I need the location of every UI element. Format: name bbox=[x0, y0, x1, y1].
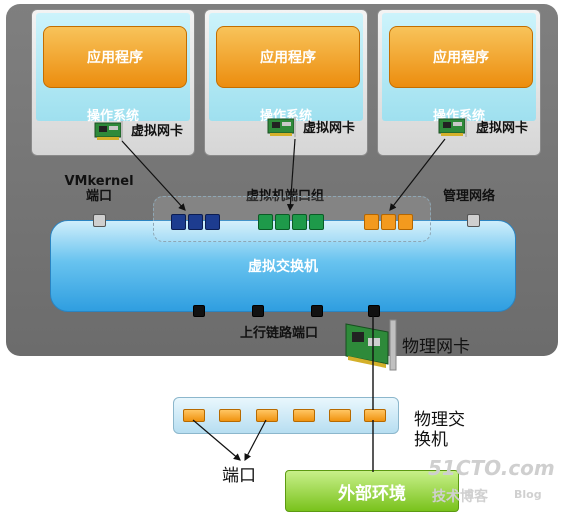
physical-switch-port bbox=[219, 409, 241, 422]
management-network-label: 管理网络 bbox=[443, 189, 496, 204]
virtual-machine-1: 应用程序 操作系统 bbox=[31, 9, 195, 156]
physical-switch-port bbox=[293, 409, 315, 422]
virtual-nic-icon bbox=[267, 117, 296, 137]
vm-port-orange bbox=[364, 214, 379, 230]
vm-port-navy bbox=[205, 214, 220, 230]
virtual-nic-icon bbox=[94, 121, 123, 141]
vnic-label-2: 虚拟网卡 bbox=[303, 121, 356, 136]
application-box: 应用程序 bbox=[216, 26, 360, 88]
watermark-tagline: 技术博客 bbox=[432, 489, 488, 505]
uplink-port bbox=[368, 305, 380, 317]
os-layer: 应用程序 操作系统 bbox=[382, 13, 536, 124]
vm-port-orange bbox=[398, 214, 413, 230]
application-box: 应用程序 bbox=[389, 26, 533, 88]
vnic-label-1: 虚拟网卡 bbox=[131, 124, 184, 139]
virtual-switch: 虚拟交换机 bbox=[50, 220, 516, 312]
ports-label: 端口 bbox=[222, 466, 256, 486]
os-layer: 应用程序 操作系统 bbox=[209, 13, 363, 124]
application-box: 应用程序 bbox=[43, 26, 187, 88]
physical-nic-icon bbox=[345, 319, 397, 371]
physical-switch-label-line1: 物理交 bbox=[414, 410, 465, 430]
vm-port-green bbox=[292, 214, 307, 230]
vnic-label-3: 虚拟网卡 bbox=[476, 121, 529, 136]
physical-switch-label-line2: 换机 bbox=[414, 430, 448, 450]
os-layer: 应用程序 操作系统 bbox=[36, 13, 190, 124]
vm-port-green bbox=[275, 214, 290, 230]
physical-switch-port bbox=[183, 409, 205, 422]
virtual-machine-2: 应用程序 操作系统 bbox=[204, 9, 368, 156]
vmkernel-port-label: VMkernel 端口 bbox=[60, 174, 138, 204]
physical-switch-port bbox=[256, 409, 278, 422]
physical-switch-port bbox=[329, 409, 351, 422]
os-label: 操作系统 bbox=[86, 109, 139, 124]
vmkernel-label-line1: VMkernel bbox=[64, 174, 134, 189]
uplink-port bbox=[252, 305, 264, 317]
virtual-nic-icon bbox=[438, 117, 467, 137]
watermark-blog: Blog bbox=[514, 488, 542, 501]
vm-port-navy bbox=[171, 214, 186, 230]
external-environment: 外部环境 bbox=[285, 470, 459, 512]
esxi-host-box: 应用程序 操作系统 应用程序 操作系统 应用程序 操作系统 bbox=[6, 4, 558, 356]
external-env-label: 外部环境 bbox=[338, 483, 406, 504]
watermark-site: 51CTO.com bbox=[428, 456, 555, 480]
vm-port-green bbox=[258, 214, 273, 230]
uplink-port bbox=[193, 305, 205, 317]
vswitch-label: 虚拟交换机 bbox=[248, 259, 318, 275]
vm-port-orange bbox=[381, 214, 396, 230]
uplink-port bbox=[311, 305, 323, 317]
physical-switch-port bbox=[364, 409, 386, 422]
vm-port-green bbox=[309, 214, 324, 230]
physical-nic-label: 物理网卡 bbox=[402, 337, 470, 357]
management-port bbox=[467, 214, 480, 227]
vm-port-navy bbox=[188, 214, 203, 230]
uplink-ports-label: 上行链路端口 bbox=[240, 326, 319, 341]
vmkernel-port bbox=[93, 214, 106, 227]
physical-switch-label: 物理交 换机 bbox=[414, 410, 465, 450]
vmkernel-label-line2: 端口 bbox=[85, 189, 112, 204]
